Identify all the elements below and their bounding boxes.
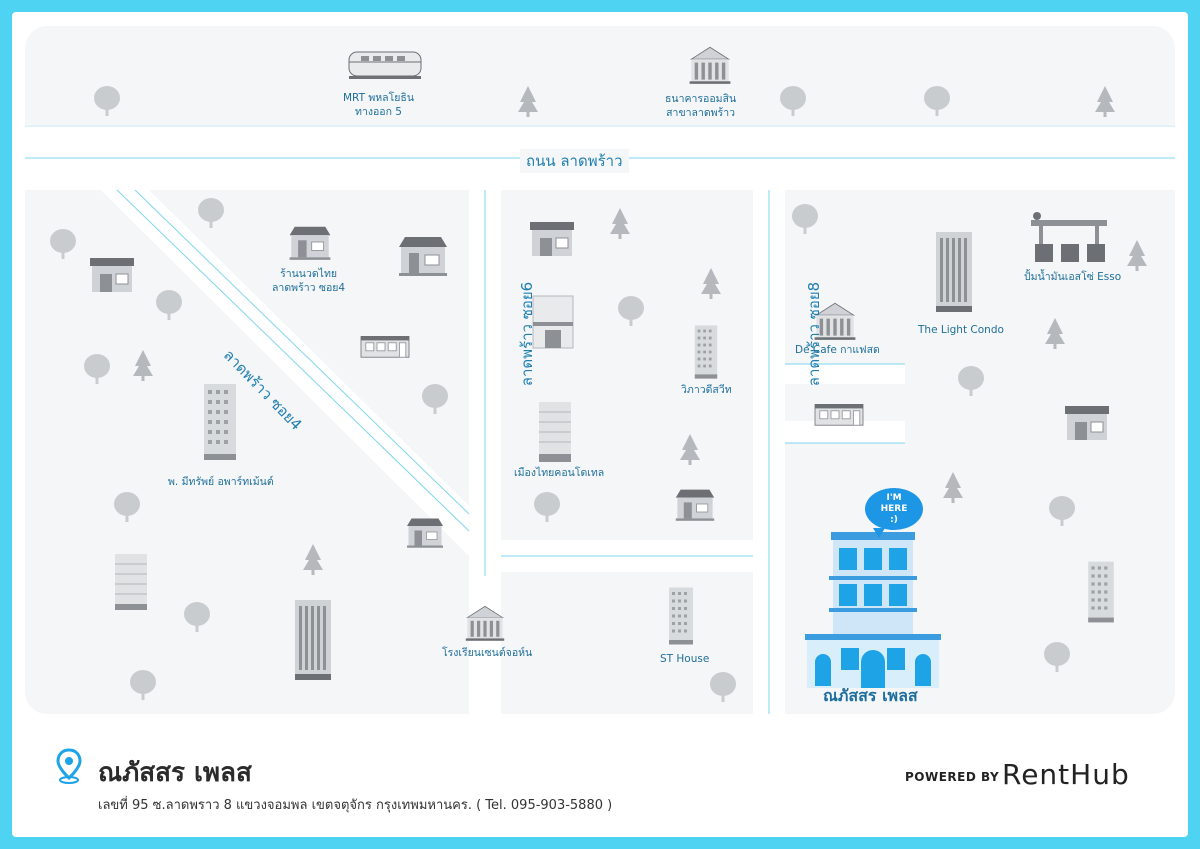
map-area: ถนน ลาดพร้าว ลาดพร้าว ซอย4 ลาดพร้าว ซอย6… xyxy=(25,26,1175,714)
shop-icon xyxy=(529,221,575,257)
massage-label-line: ลาดพร้าว ซอย4 xyxy=(272,282,346,294)
shop-icon xyxy=(1064,405,1110,441)
bank-label-line: ธนาคารออมสิน xyxy=(665,93,737,105)
light-condo-icon xyxy=(936,232,972,312)
bank-icon xyxy=(689,46,731,85)
soi8-road-label: ลาดพร้าว ซอย8 xyxy=(805,281,824,387)
powered-by-label: POWERED BY xyxy=(905,770,1000,784)
map-graphics xyxy=(25,46,1175,714)
shop-row-icon xyxy=(814,403,864,426)
location-pin-icon xyxy=(56,748,82,784)
bubble-line: HERE xyxy=(880,504,908,514)
school-label: โรงเรียนเซนต์จอห์น xyxy=(442,647,533,659)
mrt-icon xyxy=(348,51,422,79)
bank-label-line: สาขาลาดพร้าว xyxy=(666,107,736,119)
house-icon xyxy=(675,489,715,522)
st-house-icon xyxy=(669,587,693,645)
main-road-label: ถนน ลาดพร้าว xyxy=(520,149,629,173)
mrt-label-line: ทางออก 5 xyxy=(355,106,402,118)
apartment-label: พ. มีทรัพย์ อพาร์ทเม้นต์ xyxy=(168,476,274,488)
bubble-line: I'M xyxy=(886,493,902,503)
building-icon xyxy=(532,295,574,349)
massage-label-line: ร้านนวดไทย xyxy=(280,268,338,280)
building-icon xyxy=(115,554,147,610)
renthub-logo[interactable]: RentHub xyxy=(1002,758,1130,791)
im-here-bubble: I'M HERE :) xyxy=(865,488,923,538)
tower-icon xyxy=(295,600,331,680)
shop-icon xyxy=(89,257,135,293)
property-title: ณภัสสร เพลส xyxy=(98,758,252,788)
apartment-icon xyxy=(204,384,236,460)
massage-shop-icon xyxy=(289,226,331,261)
vivat-suite-icon xyxy=(694,325,718,379)
footer: ณภัสสร เพลส เลขที่ 95 ซ.ลาดพราว 8 แขวงจอ… xyxy=(12,722,1188,837)
building-icon xyxy=(1088,561,1114,623)
bank-label: ธนาคารออมสิน สาขาลาดพร้าว xyxy=(665,92,736,120)
property-address: เลขที่ 95 ซ.ลาดพราว 8 แขวงจอมพล เขตจตุจั… xyxy=(98,798,613,813)
light-condo-label: The Light Condo xyxy=(918,324,1004,336)
st-house-label: ST House xyxy=(660,653,710,665)
vivat-label: วิภาวดีสวีท xyxy=(681,384,732,396)
shop-row-icon xyxy=(360,335,410,358)
condotel-label: เมืองไทยคอนโดเทล xyxy=(514,467,605,479)
soi-roads xyxy=(101,189,905,714)
mrt-label: MRT พหลโยธิน ทางออก 5 xyxy=(343,91,414,119)
esso-label: ปั้มน้ำมันเอสโซ่ Esso xyxy=(1024,271,1122,283)
house-icon xyxy=(406,518,444,549)
massage-label: ร้านนวดไทย ลาดพร้าว ซอย4 xyxy=(272,267,345,295)
gas-station-icon xyxy=(1031,212,1107,262)
soi6-road-label: ลาดพร้าว ซอย6 xyxy=(518,281,537,387)
property-map-label: ณภัสสร เพลส xyxy=(823,686,918,705)
house-icon xyxy=(398,236,448,277)
property-building-icon xyxy=(805,532,941,688)
bubble-line: :) xyxy=(890,515,898,525)
mrt-label-line: MRT พหลโยธิน xyxy=(343,92,414,104)
map-frame: ถนน ลาดพร้าว ลาดพร้าว ซอย4 ลาดพร้าว ซอย6… xyxy=(12,12,1188,837)
cafe-label: De Cafe กาแฟสด xyxy=(795,344,880,356)
condotel-icon xyxy=(539,402,571,462)
